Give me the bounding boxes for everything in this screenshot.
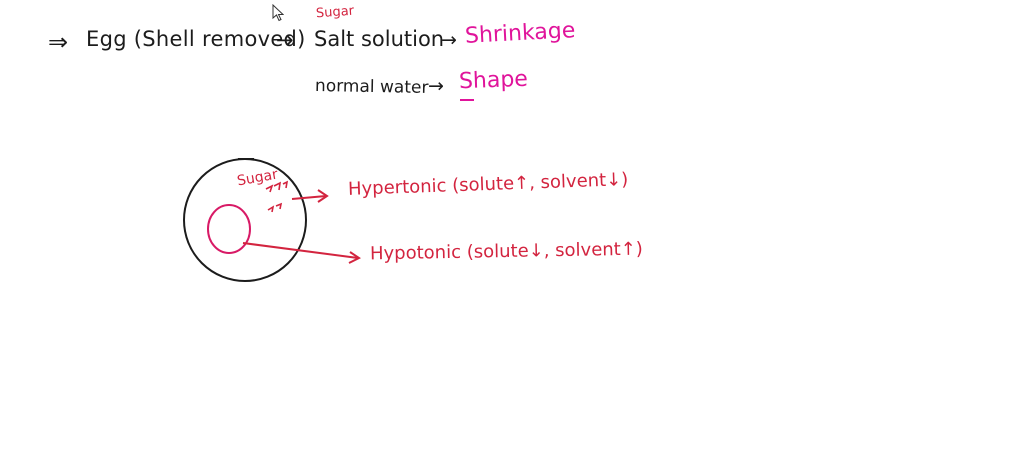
mouse-pointer-icon [272,4,284,22]
hypotonic-label: Hypotonic (solute↓, solvent↑) [369,238,644,265]
arrow-after-salt: → [441,29,457,51]
arrow-after-water: → [428,75,444,97]
hypertonic-arrowhead [317,189,329,203]
hypertonic-arrow [291,195,327,200]
hypotonic-arrow [242,242,359,259]
arrow-after-egg: → [276,28,294,52]
shape-underline [460,99,474,101]
inner-circle [207,204,251,254]
sugar-scribble-2 [267,202,283,213]
egg-label: Egg (Shell removed) [86,27,306,51]
sugar-scribble-1 [265,180,289,193]
implies-arrow: ⇒ [48,28,69,56]
salt-solution-label: Salt solution [314,27,445,51]
hypotonic-arrowhead [348,251,361,264]
